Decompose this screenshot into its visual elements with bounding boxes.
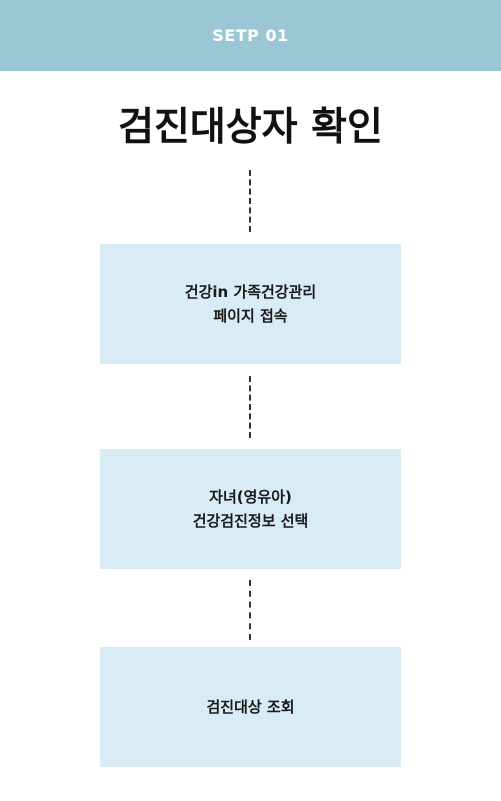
step-1-line-2: 페이지 접속: [213, 307, 288, 325]
step-2-line-1: 자녀(영유아): [209, 488, 292, 506]
step-3-line-1: 검진대상 조회: [206, 698, 295, 716]
step-2-line-2: 건강검진정보 선택: [192, 512, 309, 530]
step-header-bar: SETP 01: [0, 0, 501, 71]
dashed-connector-3: [249, 580, 251, 640]
step-box-3: 검진대상 조회: [100, 647, 401, 767]
step-label: SETP 01: [212, 26, 289, 45]
step-box-2: 자녀(영유아) 건강검진정보 선택: [100, 449, 401, 569]
step-1-line-1: 건강in 가족건강관리: [184, 283, 317, 301]
page-title: 검진대상자 확인: [118, 105, 383, 150]
step-box-1: 건강in 가족건강관리 페이지 접속: [100, 244, 401, 364]
dashed-connector-2: [249, 376, 251, 438]
dashed-connector-1: [249, 170, 251, 232]
